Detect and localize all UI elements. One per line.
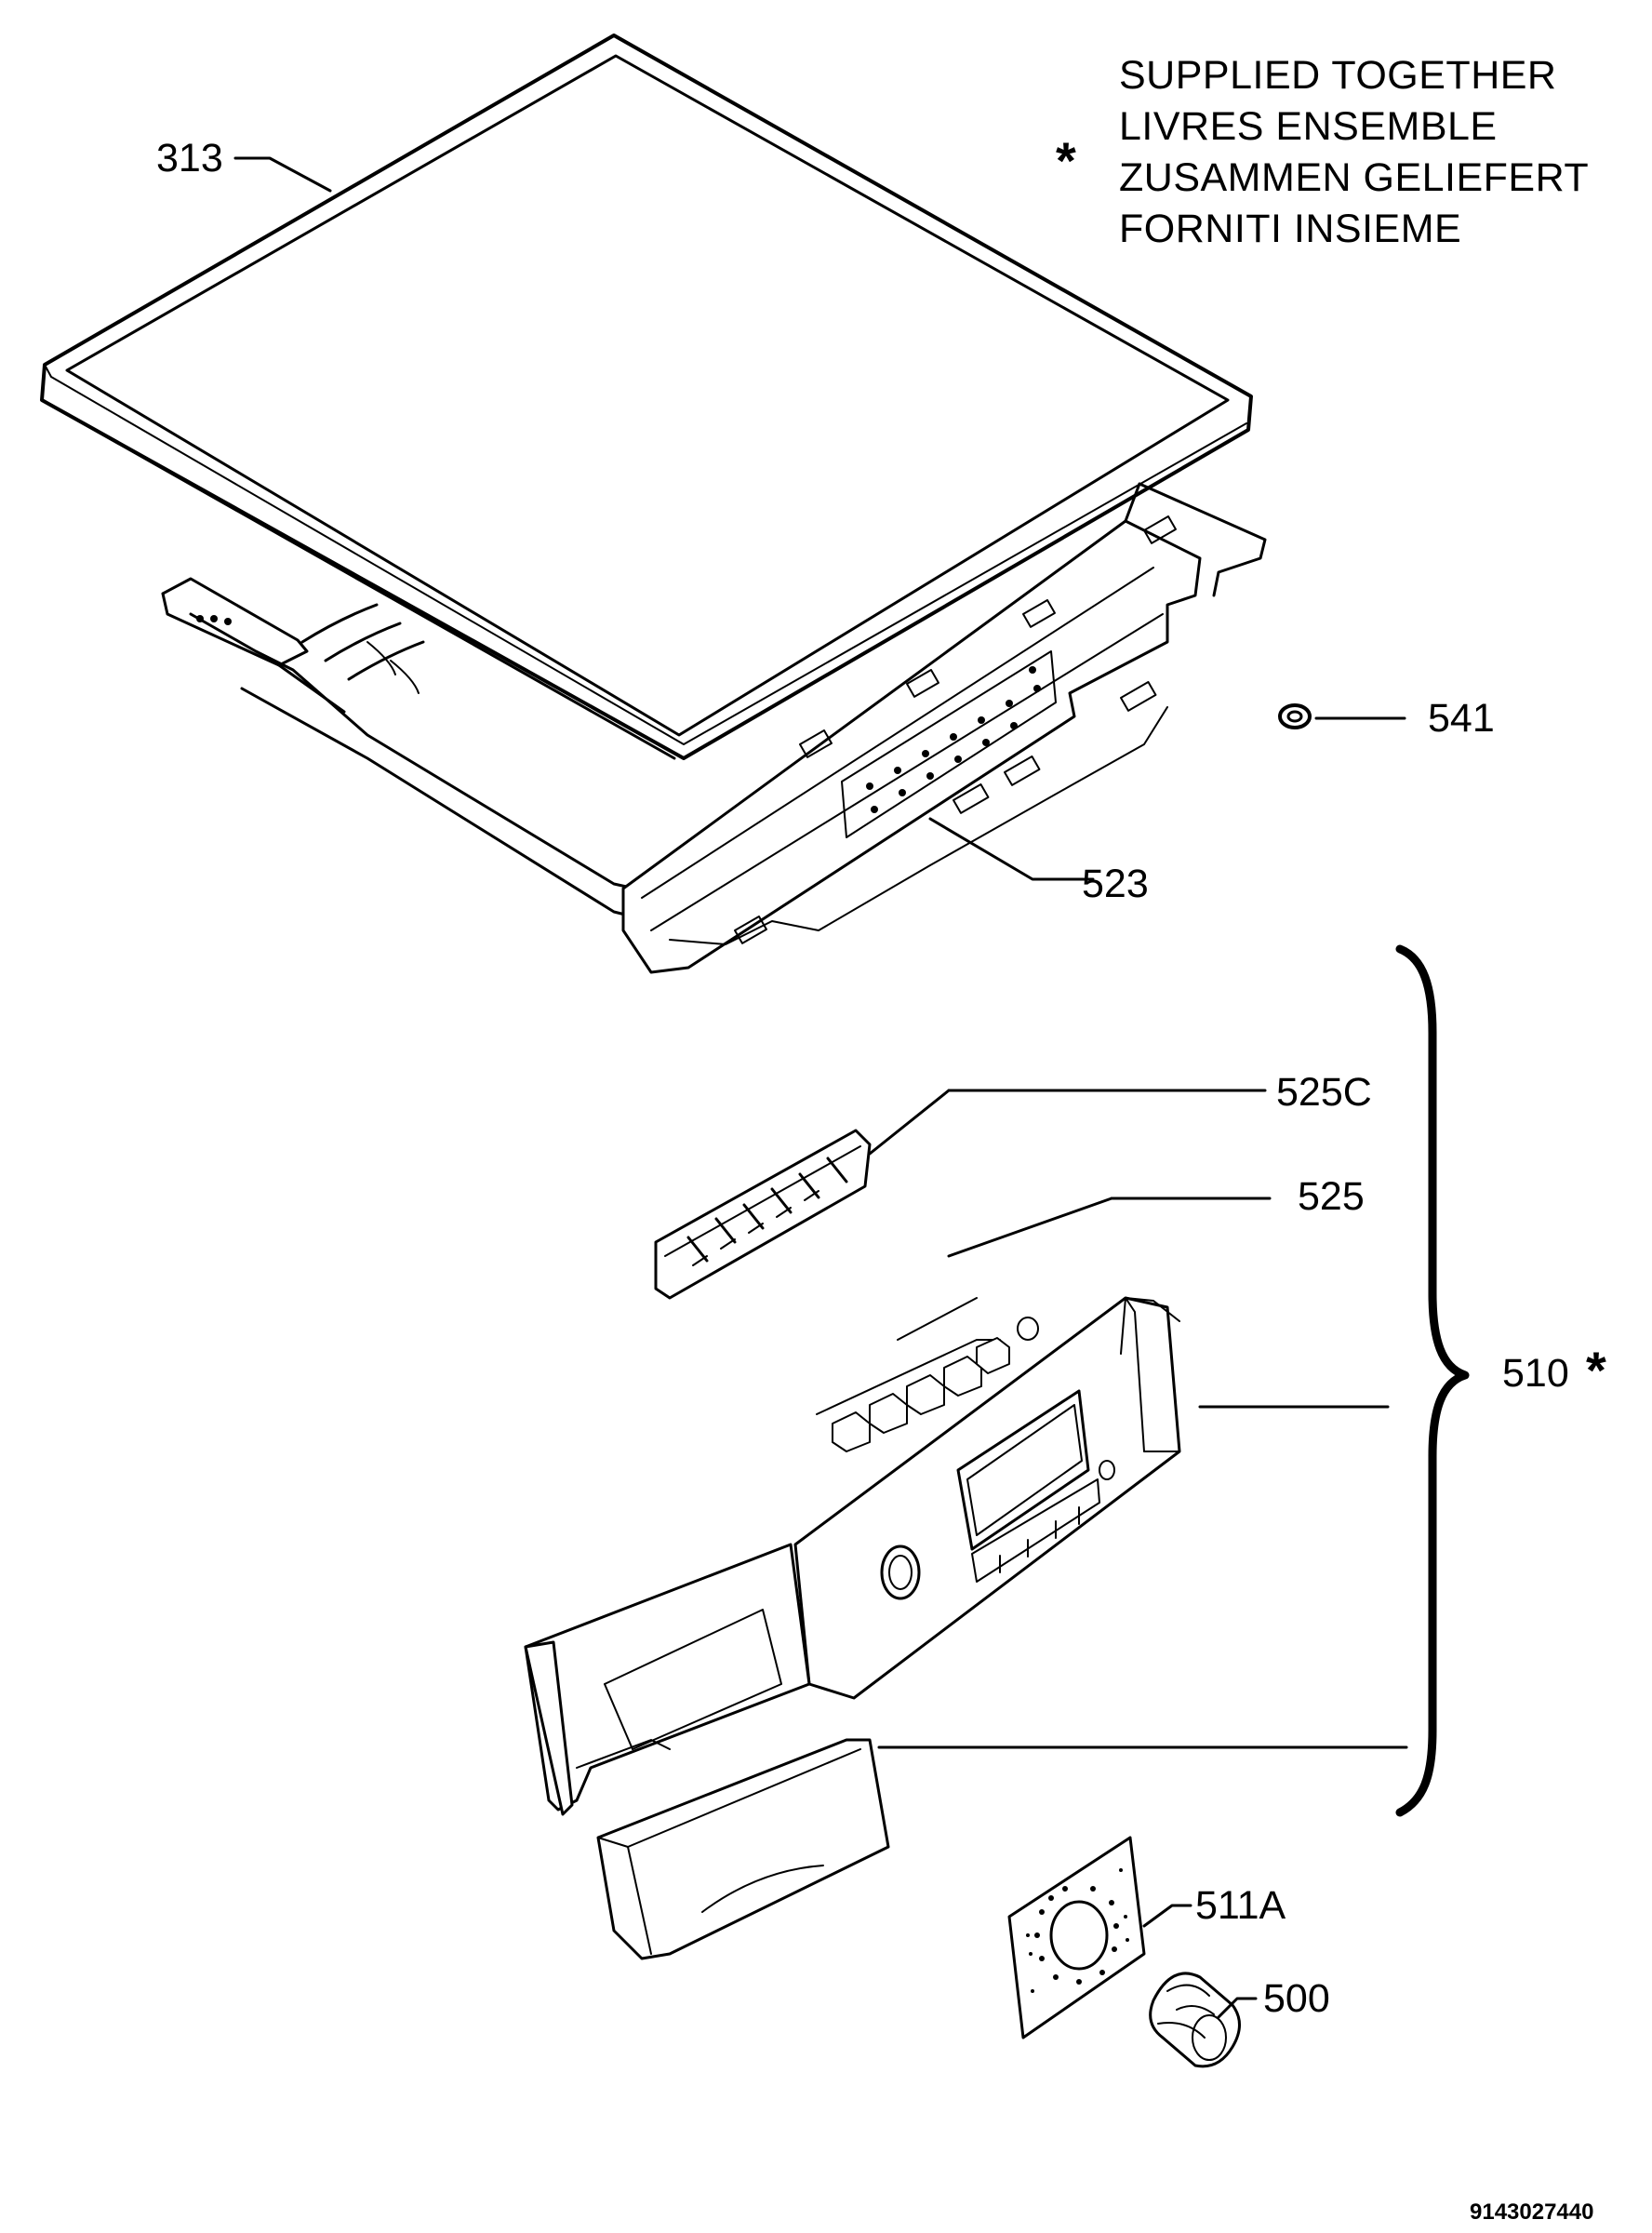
- callout-510: 510: [1502, 1351, 1569, 1396]
- document-number: 9143027440: [1470, 2200, 1594, 2225]
- legend-line-de: ZUSAMMEN GELIEFERT: [1119, 155, 1590, 200]
- callout-313: 313: [156, 136, 223, 181]
- callout-523: 523: [1082, 862, 1149, 906]
- legend-line-it: FORNITI INSIEME: [1119, 207, 1462, 251]
- callout-510-asterisk: *: [1586, 1341, 1606, 1399]
- part-541-grommet: [1278, 703, 1312, 729]
- legend-line-en: SUPPLIED TOGETHER: [1119, 53, 1557, 98]
- part-511a-dial-label: [1007, 1836, 1146, 2039]
- callout-500: 500: [1263, 1976, 1330, 2021]
- brace-510: [1395, 944, 1470, 1817]
- legend-asterisk: *: [1056, 131, 1076, 190]
- callout-541: 541: [1428, 696, 1495, 741]
- part-510-control-panel: [524, 1296, 1181, 1960]
- part-523-frame: [161, 482, 1267, 974]
- callout-525: 525: [1298, 1174, 1365, 1219]
- part-313-top-cover: [40, 33, 1253, 760]
- legend-line-fr: LIVRES ENSEMBLE: [1119, 104, 1498, 149]
- callout-525c: 525C: [1276, 1070, 1372, 1115]
- push-buttons: [832, 1317, 1039, 1452]
- callout-511a: 511A: [1195, 1883, 1286, 1928]
- part-500-knob: [1149, 1972, 1241, 2068]
- leader-lines: [233, 156, 1408, 2019]
- part-525c-switch-holder: [654, 1129, 872, 1300]
